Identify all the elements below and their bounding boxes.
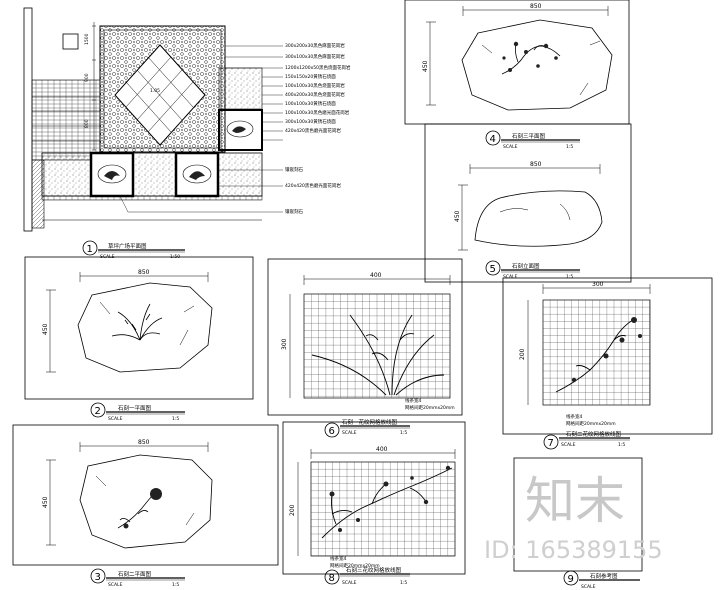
grid-2-width: 300 bbox=[592, 281, 604, 288]
watermark-logo: 知末 bbox=[525, 472, 625, 530]
plan-center-label: 1.05 bbox=[150, 88, 160, 94]
stone-2-scale-ratio: 1:5 bbox=[172, 582, 179, 588]
stone-1-height: 450 bbox=[42, 323, 49, 335]
grid-3-mesh bbox=[310, 461, 456, 557]
stone-2-plan-panel: 850 450 3 石刻二平面图 SCALE 1:5 bbox=[12, 424, 279, 588]
stone-elevation-panel: 850 450 5 石刻立面图 SCALE 1:5 bbox=[424, 123, 632, 283]
stone-elevation-scale-ratio: 1:5 bbox=[566, 274, 573, 280]
plan-leaders bbox=[119, 45, 283, 213]
grid-3-width: 400 bbox=[376, 446, 388, 453]
stone-2-width: 850 bbox=[138, 439, 150, 446]
plan-note: 420x420黑色磨光面花岗岩 bbox=[285, 127, 341, 134]
plan-note: 100x100x30黄锈石烧面 bbox=[285, 100, 336, 107]
plan-note: 400x200x30黑色烧面花岗岩 bbox=[285, 91, 345, 98]
stone-1-caption: 石刻一平面图 bbox=[118, 404, 152, 412]
grid-layout-3-panel: 400 200 线条宽4 网格间距20mmx20mm 8 石刻三花纹网格放线图 … bbox=[282, 421, 466, 586]
grid-2-scale: SCALE bbox=[561, 442, 576, 448]
stone-elevation-width: 850 bbox=[530, 161, 542, 168]
plan-note: 420x420黑色磨光面花岗岩 bbox=[285, 182, 341, 189]
grid-2-caption: 石刻二花纹网格放线图 bbox=[566, 430, 622, 438]
stone-2-caption: 石刻二平面图 bbox=[118, 570, 152, 578]
grid-2-height: 200 bbox=[519, 348, 526, 360]
stone-elevation-height: 450 bbox=[454, 210, 461, 222]
plan-note: 1200x1200x50黑色烧面花岗岩 bbox=[285, 64, 351, 71]
grid-3-scale: SCALE bbox=[342, 580, 357, 586]
grid-2-mesh bbox=[542, 299, 651, 406]
stone-2-scale: SCALE bbox=[108, 582, 123, 588]
stone-3-scale: SCALE bbox=[503, 144, 518, 150]
stone-3-plan-panel: 850 450 4 石刻三平面图 SCALE 1:5 bbox=[404, 0, 630, 150]
plan-number: 1 bbox=[87, 244, 93, 255]
grid-1-scale-ratio: 1:5 bbox=[400, 430, 407, 436]
stone-elevation-scale: SCALE bbox=[503, 274, 518, 280]
grid-layout-2-panel: 300 200 线条宽4 网格间距20mmx20mm 7 石刻二花纹网格放线图 … bbox=[502, 277, 713, 450]
orchid-line-drawing bbox=[311, 314, 445, 396]
watermark: 知末 ID: 165389155 bbox=[484, 472, 663, 564]
grid-3-number: 8 bbox=[329, 573, 335, 584]
plan-note: 镶嵌刻石 bbox=[285, 208, 303, 215]
reference-number: 9 bbox=[568, 574, 574, 585]
plan-note: 300x200x30黑色麻面花岗岩 bbox=[285, 42, 345, 49]
chrysanthemum-motif bbox=[117, 493, 155, 529]
plan-note: 100x100x30黑色烧面花岗岩 bbox=[285, 82, 345, 89]
stone-elevation-caption: 石刻立面图 bbox=[512, 262, 540, 270]
grid-2-scale-ratio: 1:5 bbox=[618, 442, 625, 448]
grid-3-height: 200 bbox=[289, 504, 296, 516]
stone-1-scale: SCALE bbox=[108, 416, 123, 422]
stone-1-plan-panel: 850 450 2 石刻一平面图 SCALE 1:5 bbox=[24, 256, 254, 422]
stone-3-width: 850 bbox=[530, 3, 542, 10]
blossom-branch-drawing bbox=[555, 317, 637, 393]
plan-note: 150x150x20黄锈石烧面 bbox=[285, 73, 336, 80]
reference-panel: 9 石刻参考图 SCALE bbox=[513, 457, 643, 590]
grid-1-scale: SCALE bbox=[342, 430, 357, 436]
plan-caption: 草坪广场平面图 bbox=[108, 242, 147, 250]
grid-1-mesh bbox=[303, 293, 451, 399]
grid-layout-1-panel: 400 300 线条宽4 网格间距20mmx20mm 6 石刻一花纹网格放线图 … bbox=[267, 258, 463, 438]
plan-note: 100x100x30黑色磨光面花岗岩 bbox=[285, 109, 350, 116]
grid-1-height: 300 bbox=[281, 338, 288, 350]
plan-note: 镶嵌刻石 bbox=[285, 166, 303, 173]
grid-1-width: 400 bbox=[370, 272, 382, 279]
grid-2-note-2: 网格间距20mmx20mm bbox=[566, 420, 616, 427]
stone-1-number: 2 bbox=[95, 406, 101, 417]
watermark-id: ID: 165389155 bbox=[484, 536, 663, 564]
reference-scale: SCALE bbox=[581, 584, 596, 590]
plan-notes: 300x200x30黑色麻面花岗岩 300x100x30黑色麻面花岗岩 1200… bbox=[285, 42, 351, 215]
stone-2-height: 450 bbox=[42, 496, 49, 508]
plan-note: 300x100x30黄锈石烧面 bbox=[285, 118, 336, 125]
stone-3-scale-ratio: 1:5 bbox=[566, 144, 573, 150]
stone-1-scale-ratio: 1:5 bbox=[172, 416, 179, 422]
stone-3-caption: 石刻三平面图 bbox=[512, 132, 546, 140]
plan-dim-2: 900 bbox=[84, 73, 90, 82]
plan-dim-1: 1500 bbox=[84, 33, 90, 45]
grid-3-note-1: 线条宽4 bbox=[330, 555, 346, 562]
plan-dim-3: 800 bbox=[84, 119, 90, 128]
orchid-motif bbox=[111, 303, 163, 341]
grid-3-caption: 石刻三花纹网格放线图 bbox=[346, 566, 402, 574]
plum-branch-drawing bbox=[321, 467, 453, 539]
stone-3-number: 4 bbox=[490, 134, 496, 145]
stone-1-width: 850 bbox=[138, 269, 150, 276]
site-plan-panel: 1.05 1500 900 800 bbox=[23, 7, 351, 260]
stone-2-number: 3 bbox=[95, 572, 101, 583]
grid-1-note-1: 线条宽4 bbox=[405, 397, 421, 404]
grid-2-note-1: 线条宽4 bbox=[566, 413, 582, 420]
grid-1-number: 6 bbox=[329, 426, 335, 437]
grid-2-number: 7 bbox=[548, 438, 554, 449]
grid-3-scale-ratio: 1:5 bbox=[400, 580, 407, 586]
reference-caption: 石刻参考图 bbox=[590, 572, 618, 580]
grid-1-note-2: 网格间距20mmx20mm bbox=[405, 404, 455, 411]
plan-note: 300x100x30黑色麻面花岗岩 bbox=[285, 53, 345, 60]
grid-3-note-2: 网格间距20mmx20mm bbox=[330, 562, 380, 569]
stone-elevation-number: 5 bbox=[490, 264, 496, 275]
stone-3-height: 450 bbox=[422, 60, 429, 72]
